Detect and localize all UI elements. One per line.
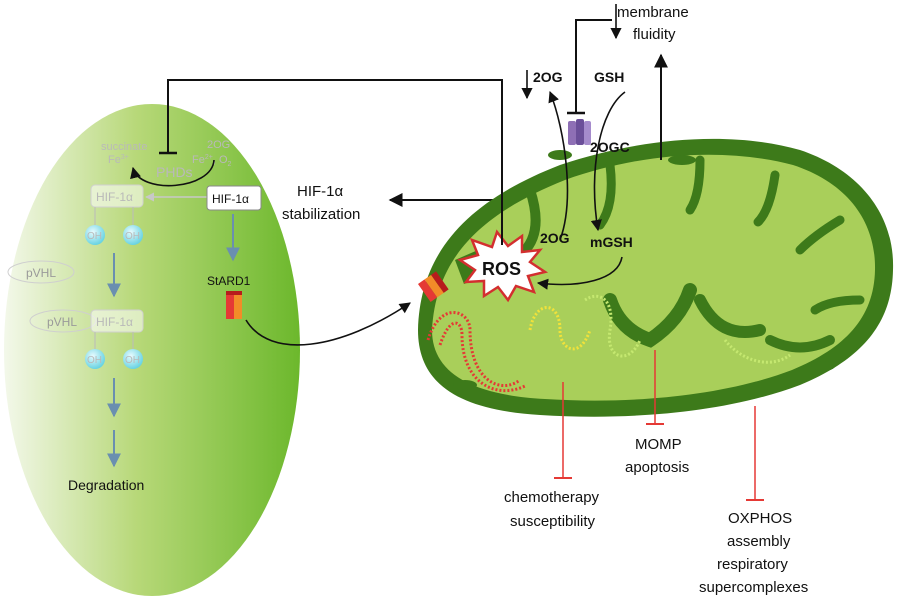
arrow-2og-out: [548, 90, 569, 241]
momp-line2: apoptosis: [625, 459, 689, 476]
svg-text:succinate: succinate: [101, 141, 147, 153]
stard1-protein-icon: [226, 291, 242, 319]
oxphos-line2: assembly: [727, 533, 791, 550]
hif-faded-box-2: HIF-1α: [90, 309, 144, 333]
oh-bubble-4: OH: [123, 332, 143, 369]
svg-text:OH: OH: [87, 231, 102, 242]
svg-text:HIF-1α: HIF-1α: [212, 192, 249, 206]
membrane-inhibition: [575, 19, 612, 112]
oh-bubble-2: OH: [123, 207, 143, 245]
hif-faded-box-1: HIF-1α: [90, 184, 144, 208]
arrow-mgsh-to-ros: [536, 256, 623, 290]
svg-text:pVHL: pVHL: [47, 315, 77, 329]
hif-active-box: HIF-1α: [206, 185, 262, 211]
svg-text:OH: OH: [87, 355, 102, 366]
svg-text:OH: OH: [125, 231, 140, 242]
ros-burst-icon: ROS: [457, 229, 549, 303]
mgsh-label: mGSH: [590, 234, 633, 250]
svg-text:fluidity: fluidity: [633, 26, 676, 43]
phds-label: PHDs: [156, 164, 193, 180]
svg-text:OH: OH: [125, 355, 140, 366]
stard1-label: StARD1: [207, 274, 251, 288]
pvhl-ellipse-1: pVHL: [7, 260, 75, 284]
stard1-mito-icon: [418, 271, 449, 303]
oh-bubble-1: OH: [85, 207, 105, 245]
2og-inner-label: 2OG: [540, 230, 570, 246]
2og-top-label: 2OG: [533, 69, 563, 85]
oxphos-line1: OXPHOS: [728, 510, 792, 527]
membrane-fluidity: membrane fluidity: [617, 4, 689, 43]
gsh-label: GSH: [594, 69, 624, 85]
inhibit-momp: [646, 350, 664, 425]
svg-text:pVHL: pVHL: [26, 266, 56, 280]
2ogc-label: 2OGC: [590, 139, 630, 155]
degradation-label: Degradation: [68, 477, 144, 493]
svg-text:membrane: membrane: [617, 4, 689, 21]
inhibit-oxphos: [746, 406, 764, 501]
chemo-line1: chemotherapy: [504, 489, 600, 506]
hif-stabilization-line1: HIF-1α: [297, 183, 344, 200]
cell-body: [4, 104, 300, 596]
arrow-stard1-to-mito: [245, 302, 411, 346]
inhibit-chemotherapy: [554, 382, 572, 479]
oh-bubble-3: OH: [85, 332, 105, 369]
svg-text:Fe3+: Fe3+: [108, 154, 129, 166]
oxphos-line4: supercomplexes: [699, 579, 808, 596]
phd-cycle-arc: [130, 159, 215, 187]
phd-reaction: succinate Fe3+ 2OG Fe2+, O2 PHDs: [101, 139, 232, 187]
arrow-gsh-to-mgsh: [590, 91, 626, 232]
mitochondrion: [418, 138, 894, 417]
momp-line1: MOMP: [635, 436, 682, 453]
2ogc-transporter-icon: [568, 119, 591, 145]
hif-stabilization-line2: stabilization: [282, 206, 360, 223]
oxphos-line3: respiratory: [717, 556, 788, 573]
svg-text:HIF-1α: HIF-1α: [96, 190, 133, 204]
svg-text:HIF-1α: HIF-1α: [96, 315, 133, 329]
chemo-line2: susceptibility: [510, 513, 596, 530]
svg-text:2OG: 2OG: [207, 139, 230, 151]
svg-text:Fe2+, O2: Fe2+, O2: [192, 154, 232, 168]
svg-text:ROS: ROS: [482, 259, 521, 279]
